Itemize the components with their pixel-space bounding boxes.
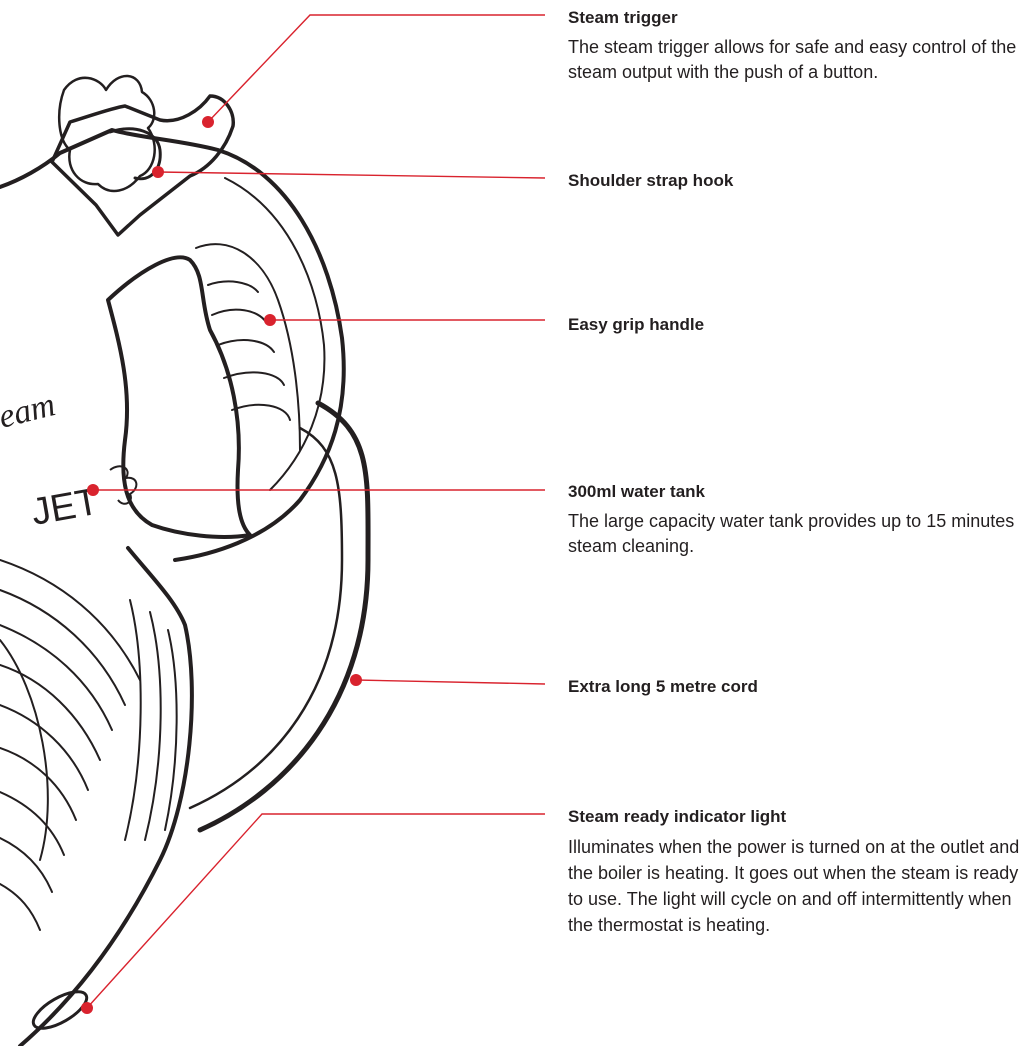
- brand-lettering: eam: [0, 386, 59, 436]
- callout-shoulder-strap-hook: Shoulder strap hook: [568, 170, 1030, 198]
- callout-title: 300ml water tank: [568, 481, 1030, 503]
- callout-description: The steam trigger allows for safe and ea…: [568, 35, 1030, 85]
- leader-line-power-cord: [356, 680, 545, 684]
- callout-title: Extra long 5 metre cord: [568, 676, 1030, 698]
- trigger-hook-illustration: [52, 76, 233, 235]
- callout-steam-trigger: Steam trigger The steam trigger allows f…: [568, 7, 1030, 85]
- callout-title: Shoulder strap hook: [568, 170, 1030, 192]
- callout-water-tank: 300ml water tank The large capacity wate…: [568, 481, 1030, 559]
- cleaner-lettering: eam JET: [0, 386, 136, 534]
- callout-title: Steam trigger: [568, 7, 1030, 29]
- cleaner-body-illustration: [0, 130, 344, 1046]
- leader-line-steam-trigger: [208, 15, 545, 122]
- callout-description: Illuminates when the power is turned on …: [568, 834, 1030, 938]
- water-tank-illustration: [0, 560, 177, 1035]
- leader-line-indicator-light: [87, 814, 545, 1008]
- marker-steam-trigger: [202, 116, 214, 128]
- marker-indicator-light: [81, 1002, 93, 1014]
- callout-description: The large capacity water tank provides u…: [568, 509, 1030, 559]
- power-cord-illustration: [190, 403, 368, 830]
- callout-title: Easy grip handle: [568, 314, 1030, 336]
- callout-easy-grip-handle: Easy grip handle: [568, 314, 1030, 342]
- marker-water-tank: [87, 484, 99, 496]
- marker-easy-grip-handle: [264, 314, 276, 326]
- marker-shoulder-strap-hook: [152, 166, 164, 178]
- leader-line-shoulder-strap-hook: [158, 172, 545, 178]
- callout-power-cord: Extra long 5 metre cord: [568, 676, 1030, 704]
- callout-title: Steam ready indicator light: [568, 806, 1030, 828]
- handle-illustration: [108, 244, 300, 537]
- marker-power-cord: [350, 674, 362, 686]
- callout-indicator-light: Steam ready indicator light Illuminates …: [568, 806, 1030, 938]
